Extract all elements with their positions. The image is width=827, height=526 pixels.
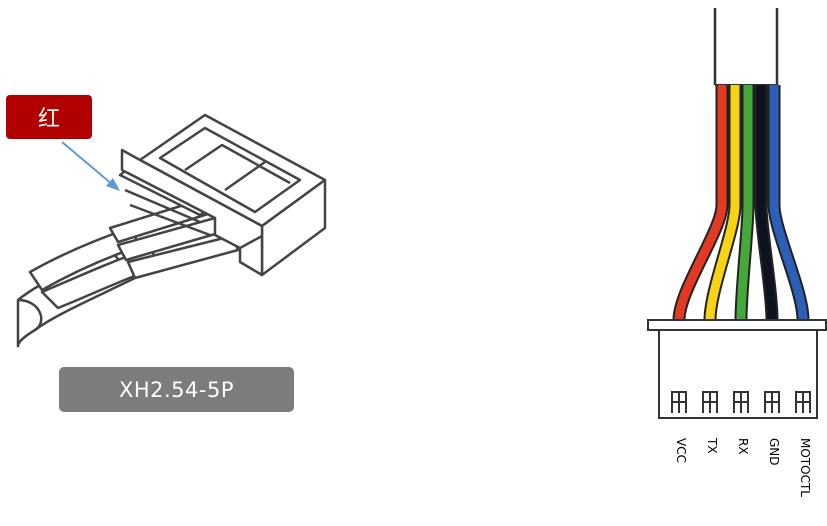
housing-flange [647,319,827,331]
wire-color-callout: 红 [6,95,92,139]
xh-connector-illustration [16,113,327,348]
wire-rx [736,85,753,321]
pin-slot-vcc [671,391,687,413]
model-label-text: XH2.54-5P [118,377,235,402]
cable-jacket-end [17,298,43,332]
connector-model-label: XH2.54-5P [59,367,294,412]
connector-housing [647,319,827,419]
wire-vcc [674,85,727,321]
pin-slot-rx [733,391,749,413]
pin-slot-motoctl [795,391,811,413]
cable-sleeve [713,8,779,86]
pin-label-motoctl: MOTOCTL [798,438,812,497]
pin-slot-tx [702,391,718,413]
housing-body [658,329,818,419]
wire-group [672,85,810,321]
pin-label-rx: RX [736,438,750,455]
pin-label-gnd: GND [767,438,781,466]
pin-slot-gnd [764,391,780,413]
pin-slot-group [671,391,811,413]
pin-label-vcc: VCC [674,438,688,463]
housing-slot [158,126,302,214]
pin-label-tx: TX [705,438,719,454]
wire-motoctl [769,85,808,321]
housing-side [120,148,264,277]
callout-text: 红 [37,107,60,132]
wire-5 [126,234,240,280]
wire-tx [705,85,740,321]
wire-gnd [756,85,777,321]
callout-arrow [61,141,120,191]
